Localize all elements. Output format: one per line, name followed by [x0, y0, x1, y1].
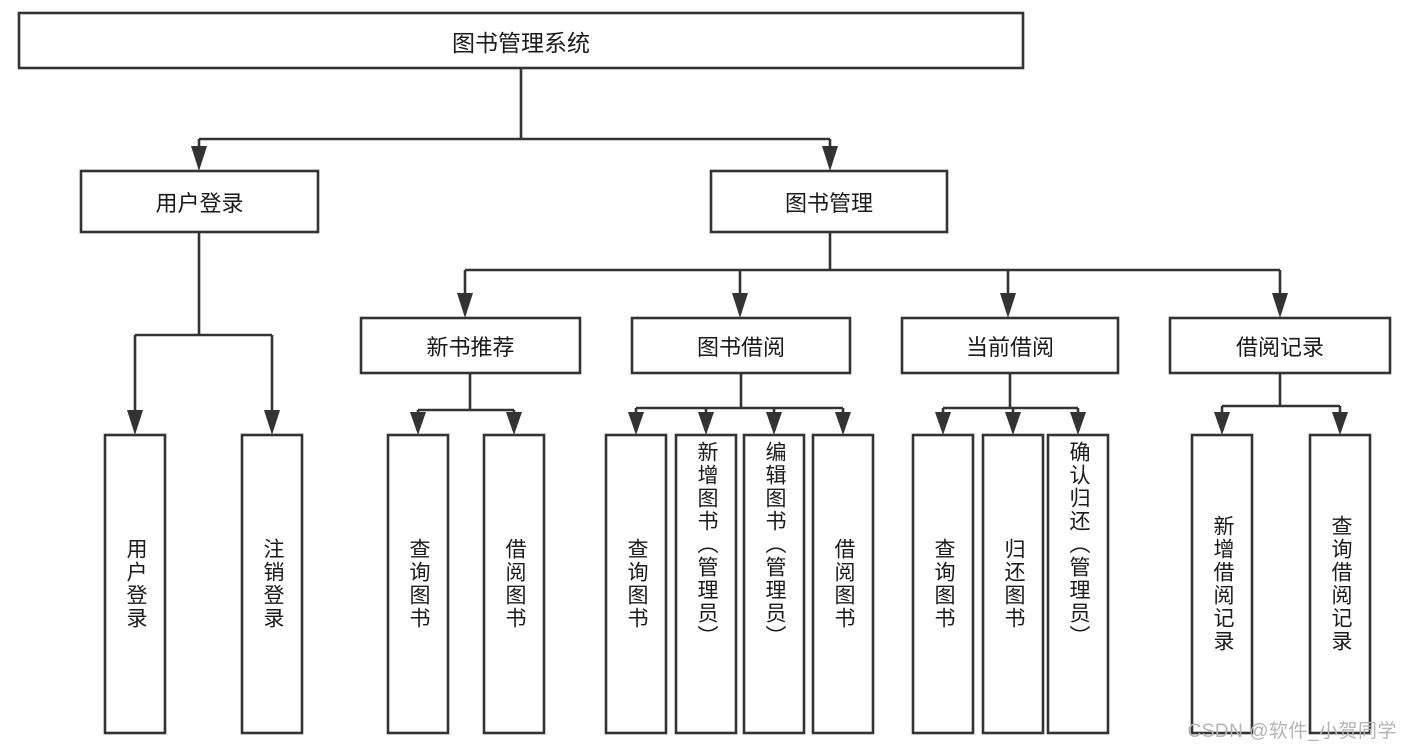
node-box-user-login[interactable]: [79, 169, 320, 234]
arrow-head-book-management: [822, 146, 838, 171]
arrow-head-current-borrow: [1000, 293, 1016, 318]
leaf-box-add-book-admin[interactable]: [674, 433, 738, 735]
leaf-box-return-book[interactable]: [981, 433, 1045, 735]
arrow-head-borrow-record: [1272, 293, 1288, 318]
connector-currentborrow-to-leaves: [935, 373, 1086, 435]
leaf-box-query-book-3[interactable]: [911, 433, 975, 735]
node-box-borrow-record[interactable]: [1168, 316, 1392, 375]
arrow-head-leaf-borrow-book-1: [506, 412, 522, 435]
arrow-head-leaf-query-book-3: [935, 412, 951, 435]
leaf-box-add-borrow-record[interactable]: [1190, 433, 1254, 735]
leaf-box-borrow-book-1[interactable]: [482, 433, 546, 735]
leaf-box-borrow-book-2[interactable]: [811, 433, 875, 735]
arrow-head-leaf-query-book-1: [410, 412, 426, 435]
node-box-book-borrow[interactable]: [630, 316, 852, 375]
arrow-head-leaf-edit-book: [766, 412, 782, 435]
arrow-head-leaf-borrow-book-2: [835, 412, 851, 435]
connector-userlogin-to-leaves: [127, 232, 280, 435]
arrow-head-leaf-add-book: [698, 412, 714, 435]
leaf-box-query-book-1[interactable]: [386, 433, 450, 735]
arrow-head-leaf-return-book: [1005, 412, 1021, 435]
arrow-head-new-book-recommend: [457, 293, 473, 318]
leaf-box-user-login[interactable]: [103, 433, 167, 735]
arrow-head-leaf-add-borrow-record: [1214, 412, 1230, 435]
node-box-book-management[interactable]: [709, 169, 949, 234]
csdn-watermark: CSDN @软件_小贺同学: [1187, 721, 1397, 742]
node-box-current-borrow[interactable]: [900, 316, 1120, 375]
connector-root-to-level2: [191, 68, 838, 171]
arrow-head-leaf-confirm-return: [1070, 412, 1086, 435]
node-box-new-book-recommend[interactable]: [359, 316, 582, 375]
arrow-head-leaf-logout: [264, 410, 280, 435]
node-box-root[interactable]: [17, 11, 1025, 70]
connector-bookborrow-to-leaves: [628, 373, 851, 435]
leaf-box-query-book-2[interactable]: [604, 433, 668, 735]
connector-newbook-to-leaves: [410, 373, 522, 435]
leaf-box-logout[interactable]: [240, 433, 304, 735]
arrow-head-leaf-user-login: [127, 410, 143, 435]
arrow-head-book-borrow: [732, 293, 748, 318]
arrow-head-user-login: [191, 146, 207, 171]
connector-bookmgmt-to-level3: [457, 232, 1288, 318]
arrow-head-leaf-query-borrow-record: [1332, 412, 1348, 435]
leaf-box-confirm-return-admin[interactable]: [1046, 433, 1110, 735]
connector-borrowrecord-to-leaves: [1214, 373, 1348, 435]
arrow-head-leaf-query-book-2: [628, 412, 644, 435]
leaf-box-edit-book-admin[interactable]: [742, 433, 806, 735]
leaf-box-query-borrow-record[interactable]: [1308, 433, 1372, 735]
